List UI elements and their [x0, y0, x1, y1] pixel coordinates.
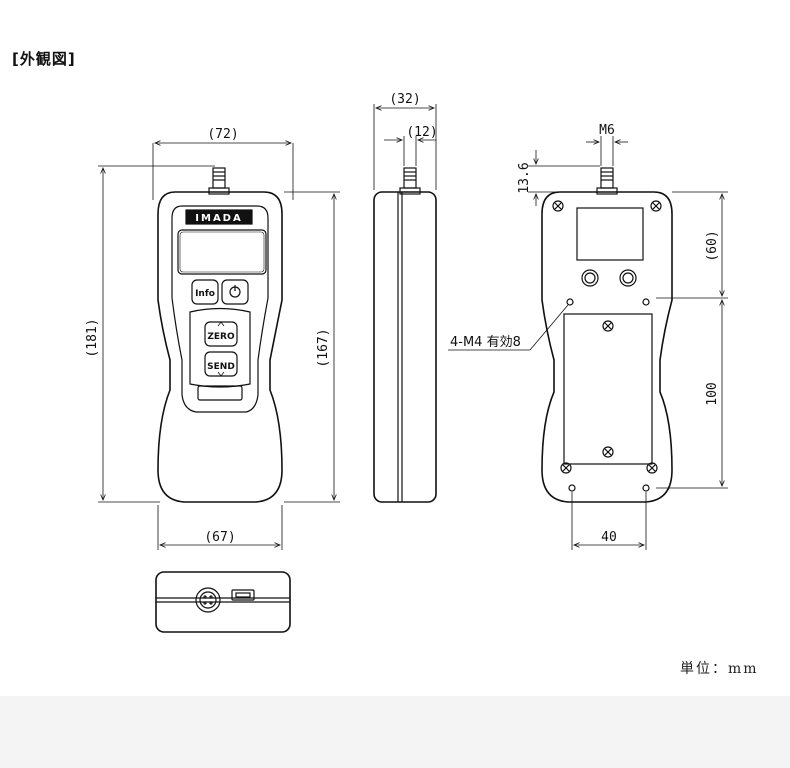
info-button-label: Info	[195, 289, 215, 299]
dim-back-upper-height: (60)	[705, 230, 720, 261]
dim-front-width-bottom: (67)	[204, 530, 235, 545]
dim-side-shaft: (12)	[406, 125, 437, 140]
drawing-title: [外観図]	[12, 50, 76, 68]
zero-button-label: ZERO	[207, 332, 235, 342]
dim-front-height-total: (181)	[85, 318, 100, 357]
send-button-label: SEND	[207, 362, 235, 372]
back-dimensions	[448, 136, 728, 550]
bottom-view	[155, 571, 291, 633]
unit-label: 単位：mm	[680, 661, 759, 677]
dim-back-top-offset: 13.6	[517, 162, 532, 193]
dim-front-width-top: (72)	[207, 127, 238, 142]
front-dimensions	[98, 143, 340, 550]
dim-front-height-body: (167)	[316, 328, 331, 367]
dim-back-lower-height: 100	[705, 382, 720, 405]
front-view	[157, 167, 283, 503]
dim-back-holes: 4-M4 有効8	[450, 335, 521, 350]
brand-logo: IMADA	[195, 213, 242, 224]
back-view	[541, 167, 673, 503]
side-dimensions	[373, 104, 437, 190]
dim-back-width: 40	[601, 530, 617, 545]
dim-side-depth: (32)	[389, 92, 420, 107]
footer-strip	[0, 696, 790, 768]
dim-back-thread: M6	[599, 123, 615, 138]
side-view	[373, 167, 437, 503]
